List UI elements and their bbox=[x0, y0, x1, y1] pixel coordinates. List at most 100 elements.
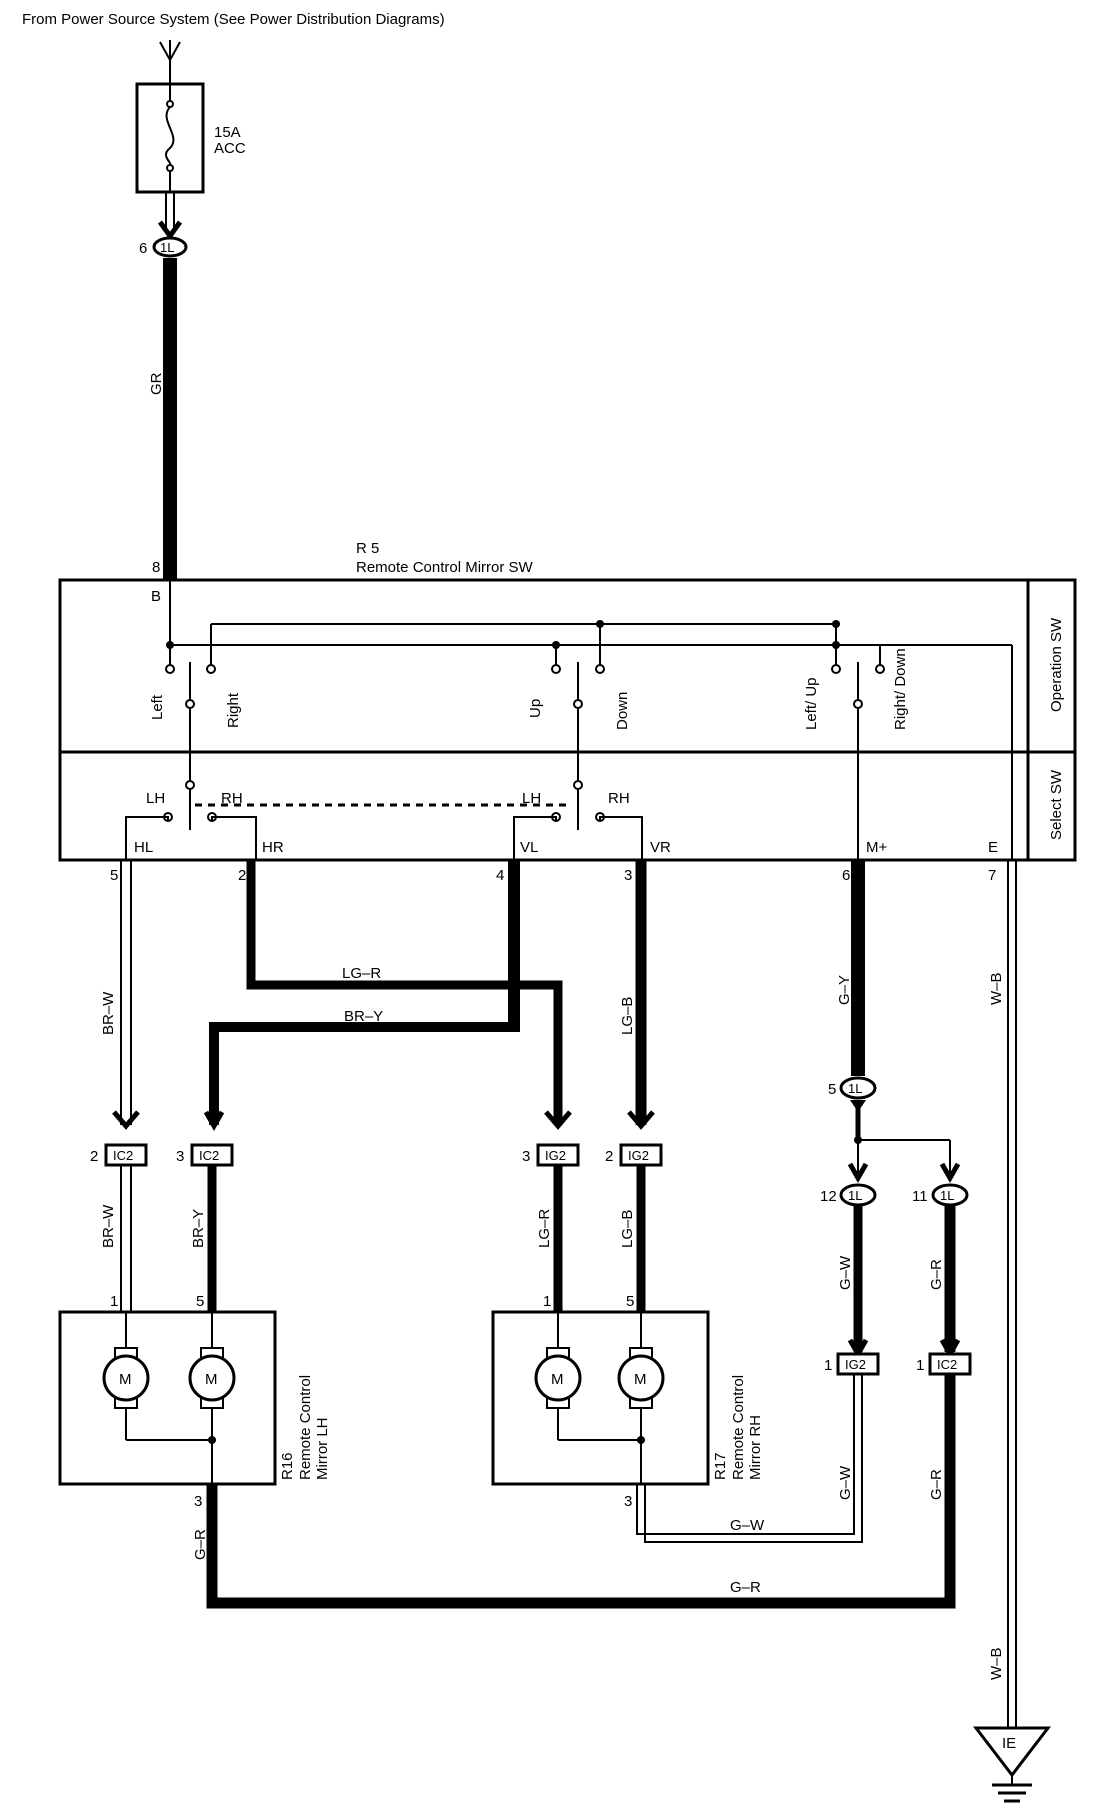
motor-rh-1: M bbox=[551, 1371, 564, 1388]
wire-br-w-label-2: BR–W bbox=[100, 1204, 117, 1248]
mirror-lh-box bbox=[58, 1310, 277, 1486]
pin-ic2-a: 2 bbox=[90, 1148, 98, 1165]
svg-text:1L: 1L bbox=[848, 1081, 862, 1096]
wire-br-y-label-2: BR–Y bbox=[190, 1209, 207, 1248]
pin-rh-1: 1 bbox=[543, 1293, 551, 1310]
fuse-name: ACC bbox=[214, 140, 246, 157]
wire-gr: GR bbox=[148, 372, 165, 395]
pin-6: 6 bbox=[139, 240, 147, 257]
wire-lg-b-label-1: LG–B bbox=[619, 997, 636, 1035]
switch-name: Remote Control Mirror SW bbox=[356, 559, 534, 576]
connector-ic2-a: IC2 bbox=[104, 1143, 148, 1167]
pin-rh-3: 3 bbox=[624, 1493, 632, 1510]
contact-up: Up bbox=[527, 699, 544, 718]
operation-switch-wiring bbox=[165, 580, 1013, 860]
svg-text:IC2: IC2 bbox=[199, 1148, 219, 1163]
pin-ic2-c: 1 bbox=[916, 1357, 924, 1374]
connector-ic2-c: IC2 bbox=[928, 1352, 972, 1376]
wire-w-b bbox=[1007, 860, 1017, 1730]
pin-12: 12 bbox=[820, 1188, 837, 1205]
motor-lh-2: M bbox=[205, 1371, 218, 1388]
wire-g-y-label: G–Y bbox=[836, 975, 853, 1005]
motor-lh-1: M bbox=[119, 1371, 132, 1388]
terminal-vr: VR bbox=[650, 839, 671, 856]
wire-g-r-lower bbox=[206, 1374, 956, 1609]
connector-1l-11: 1L bbox=[931, 1183, 969, 1207]
pin-11: 11 bbox=[912, 1188, 928, 1205]
terminal-b: B bbox=[151, 588, 161, 605]
terminal-hr: HR bbox=[262, 839, 284, 856]
mirror-rh-line2: Mirror RH bbox=[747, 1415, 764, 1480]
pin-e: 7 bbox=[988, 867, 996, 884]
operation-sw-label: Operation SW bbox=[1048, 617, 1065, 712]
contact-left: Left bbox=[149, 694, 166, 720]
wire-lg-r-label-2: LG–R bbox=[536, 1209, 553, 1248]
mirror-lh-line2: Mirror LH bbox=[314, 1418, 331, 1481]
wire-w-b-label-1: W–B bbox=[988, 972, 1005, 1005]
pin-hl: 5 bbox=[110, 867, 118, 884]
source-text: From Power Source System (See Power Dist… bbox=[22, 11, 445, 28]
wire-br-w-label-1: BR–W bbox=[100, 991, 117, 1035]
switch-box bbox=[58, 578, 1077, 862]
wire-g-w-label-1: G–W bbox=[837, 1255, 854, 1290]
svg-text:IC2: IC2 bbox=[937, 1357, 957, 1372]
fuse-15a-acc bbox=[135, 82, 205, 194]
input-arrow bbox=[159, 40, 181, 85]
pin-rh-5: 5 bbox=[626, 1293, 634, 1310]
wire-g-w-lower bbox=[636, 1374, 863, 1543]
contact-left-up: Left/ Up bbox=[803, 677, 820, 730]
pin-ig2-a: 3 bbox=[522, 1148, 530, 1165]
connector-ig2-c: IG2 bbox=[836, 1352, 880, 1376]
select-lh-2: LH bbox=[522, 790, 541, 807]
mirror-rh-box bbox=[491, 1310, 710, 1486]
wire-br-y-upper bbox=[209, 860, 519, 1125]
select-lh-1: LH bbox=[146, 790, 165, 807]
wire-w-b-label-2: W–B bbox=[988, 1647, 1005, 1680]
mirror-lh-code: R16 bbox=[279, 1452, 296, 1480]
svg-text:IG2: IG2 bbox=[845, 1357, 866, 1372]
pin-lh-1: 1 bbox=[110, 1293, 118, 1310]
contact-down: Down bbox=[614, 692, 631, 730]
mirror-rh-line1: Remote Control bbox=[730, 1375, 747, 1480]
pin-ic2-b: 3 bbox=[176, 1148, 184, 1165]
pin-b-8: 8 bbox=[152, 559, 160, 576]
connector-ig2-a: IG2 bbox=[536, 1143, 580, 1167]
wire-g-w-label-3: G–W bbox=[730, 1517, 765, 1534]
ground-symbol bbox=[972, 1726, 1052, 1803]
svg-text:IG2: IG2 bbox=[545, 1148, 566, 1163]
pin-5-1l: 5 bbox=[828, 1081, 836, 1098]
terminal-mplus: M+ bbox=[866, 839, 887, 856]
pin-hr: 2 bbox=[238, 867, 246, 884]
mirror-lh-line1: Remote Control bbox=[297, 1375, 314, 1480]
contact-right: Right bbox=[225, 692, 242, 728]
wire-g-r-label-3: G–R bbox=[730, 1579, 761, 1596]
connector-1l-top: 1L bbox=[152, 236, 188, 258]
wire-lg-r-label-1: LG–R bbox=[342, 965, 381, 982]
contact-right-down: Right/ Down bbox=[892, 648, 909, 730]
select-rh-2: RH bbox=[608, 790, 630, 807]
svg-text:1L: 1L bbox=[848, 1188, 862, 1203]
pin-vl: 4 bbox=[496, 867, 504, 884]
terminal-hl: HL bbox=[134, 839, 153, 856]
svg-text:1L: 1L bbox=[160, 240, 174, 255]
wire-br-w-upper bbox=[112, 860, 140, 1130]
svg-text:IG2: IG2 bbox=[628, 1148, 649, 1163]
pin-ig2-c: 1 bbox=[824, 1357, 832, 1374]
connector-1l-mid: 1L bbox=[839, 1076, 877, 1100]
wire-br-y-label-1: BR–Y bbox=[344, 1008, 383, 1025]
select-sw-label: Select SW bbox=[1048, 769, 1065, 840]
wire-g-r-label-4: G–R bbox=[192, 1529, 209, 1560]
connector-1l-12: 1L bbox=[839, 1183, 877, 1207]
pin-lh-3: 3 bbox=[194, 1493, 202, 1510]
connector-ic2-b: IC2 bbox=[190, 1143, 234, 1167]
pin-vr: 3 bbox=[624, 867, 632, 884]
switch-code: R 5 bbox=[356, 540, 379, 557]
ground-label: IE bbox=[1002, 1735, 1016, 1752]
wire-g-r-label-1: G–R bbox=[928, 1259, 945, 1290]
terminal-e: E bbox=[988, 839, 998, 856]
motor-rh-2: M bbox=[634, 1371, 647, 1388]
wire-lg-b-label-2: LG–B bbox=[619, 1210, 636, 1248]
svg-text:1L: 1L bbox=[940, 1188, 954, 1203]
wire-br-w-lower bbox=[120, 1165, 132, 1312]
